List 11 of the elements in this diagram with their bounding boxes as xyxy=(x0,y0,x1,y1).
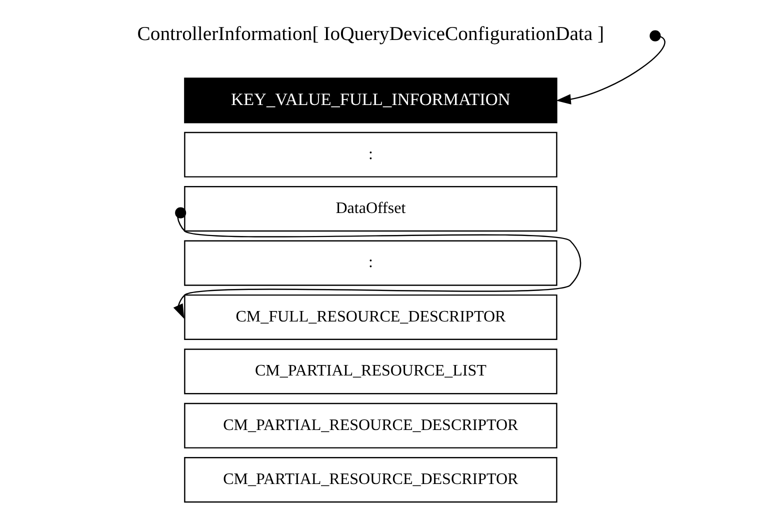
node-box: DataOffset xyxy=(184,186,558,232)
node-box: : xyxy=(184,240,558,286)
arrow xyxy=(556,30,666,104)
node-box: CM_PARTIAL_RESOURCE_DESCRIPTOR xyxy=(184,457,558,503)
node-box: : xyxy=(184,132,558,178)
node-box: CM_FULL_RESOURCE_DESCRIPTOR xyxy=(184,294,558,340)
node-box: KEY_VALUE_FULL_INFORMATION xyxy=(184,78,558,124)
node-text: ControllerInformation[ IoQueryDeviceConfigurationData ] xyxy=(137,22,604,45)
node-box: CM_PARTIAL_RESOURCE_DESCRIPTOR xyxy=(184,402,558,448)
arrow xyxy=(173,207,581,319)
node-box: CM_PARTIAL_RESOURCE_LIST xyxy=(184,348,558,394)
